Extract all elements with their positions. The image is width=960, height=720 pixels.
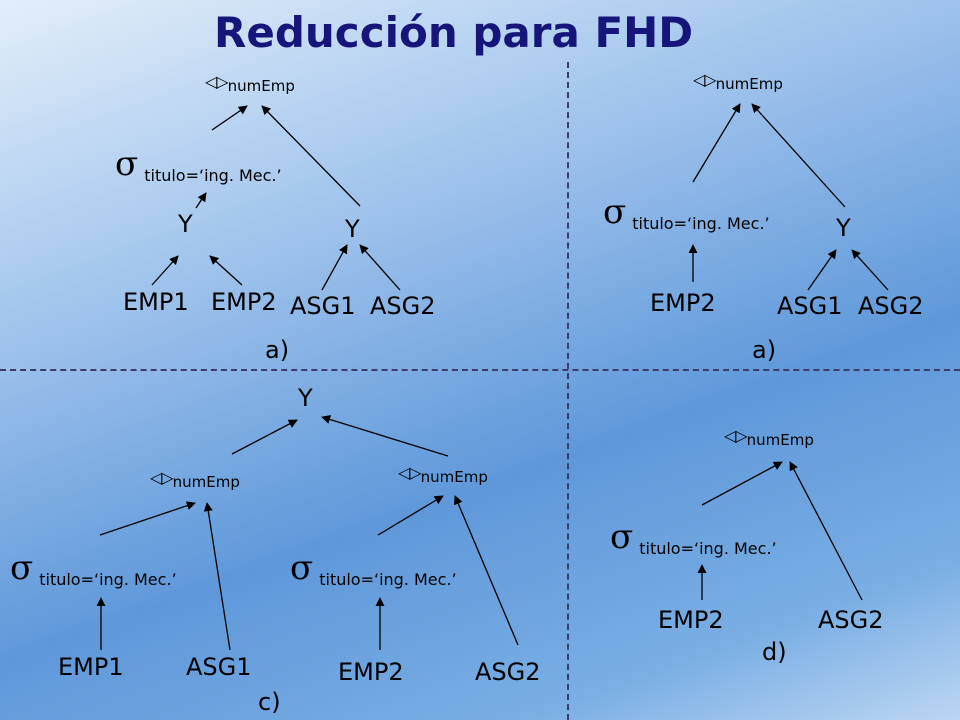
case-label-bottom-right: d): [762, 638, 787, 666]
relation-asg1-q1: ASG1: [290, 292, 356, 320]
edge-q3-selection-join-right: [377, 495, 444, 536]
relation-asg2-q2: ASG2: [858, 292, 924, 320]
edge-q2-union-join: [751, 103, 846, 208]
edge-q4-asg2-join: [789, 461, 863, 601]
edge-q1-asg1-union: [321, 244, 348, 291]
vertical-divider: [567, 62, 569, 720]
edge-q3-join-left-union: [231, 419, 298, 455]
slide-title: Reducción para FHD: [214, 8, 694, 57]
edge-q1-union-selection: [195, 192, 207, 209]
relation-asg1-q3: ASG1: [186, 653, 252, 681]
horizontal-divider: [0, 369, 960, 371]
edge-q1-union-join: [261, 105, 361, 207]
edge-q1-emp2-union: [209, 255, 243, 286]
relation-asg2-q4: ASG2: [818, 606, 884, 634]
edge-q2-asg1-union: [807, 249, 837, 291]
relation-asg2-q3: ASG2: [475, 658, 541, 686]
edge-q3-join-right-union: [321, 415, 449, 457]
edge-q4-selection-join: [701, 461, 783, 506]
union-q3-root: Y: [298, 384, 313, 412]
join-q1: ◁▷numEmp: [205, 72, 295, 95]
edge-q3-asg1-join-left: [203, 502, 231, 651]
edge-q3-asg2-join-right: [453, 495, 519, 646]
case-label-top-left: a): [265, 336, 290, 364]
edge-q2-asg2-union: [851, 249, 889, 291]
union-q1-left: Y: [178, 210, 193, 238]
edge-q1-emp1-union: [151, 255, 179, 286]
relation-asg2-q1: ASG2: [370, 292, 436, 320]
join-q3-right: ◁▷numEmp: [398, 463, 488, 486]
join-q4: ◁▷numEmp: [724, 426, 814, 449]
case-label-bottom-left: c): [258, 688, 281, 716]
edge-q1-selection-join: [211, 105, 248, 131]
relation-asg1-q2: ASG1: [777, 292, 843, 320]
relation-emp2-q2: EMP2: [650, 289, 716, 317]
union-q2: Y: [836, 214, 851, 242]
union-q1-right: Y: [345, 215, 360, 243]
relation-emp1-q1: EMP1: [123, 288, 189, 316]
relation-emp2-q1: EMP2: [211, 288, 277, 316]
join-q3-left: ◁▷numEmp: [150, 468, 240, 491]
relation-emp2-q4: EMP2: [658, 606, 724, 634]
relation-emp2-q3: EMP2: [338, 658, 404, 686]
join-q2: ◁▷numEmp: [693, 70, 783, 93]
edge-q1-asg2-union: [359, 244, 401, 291]
case-label-top-right: a): [752, 336, 777, 364]
relation-emp1-q3: EMP1: [58, 653, 124, 681]
edge-q3-selection-join-left: [99, 501, 196, 536]
edge-q2-selection-join: [692, 103, 741, 183]
